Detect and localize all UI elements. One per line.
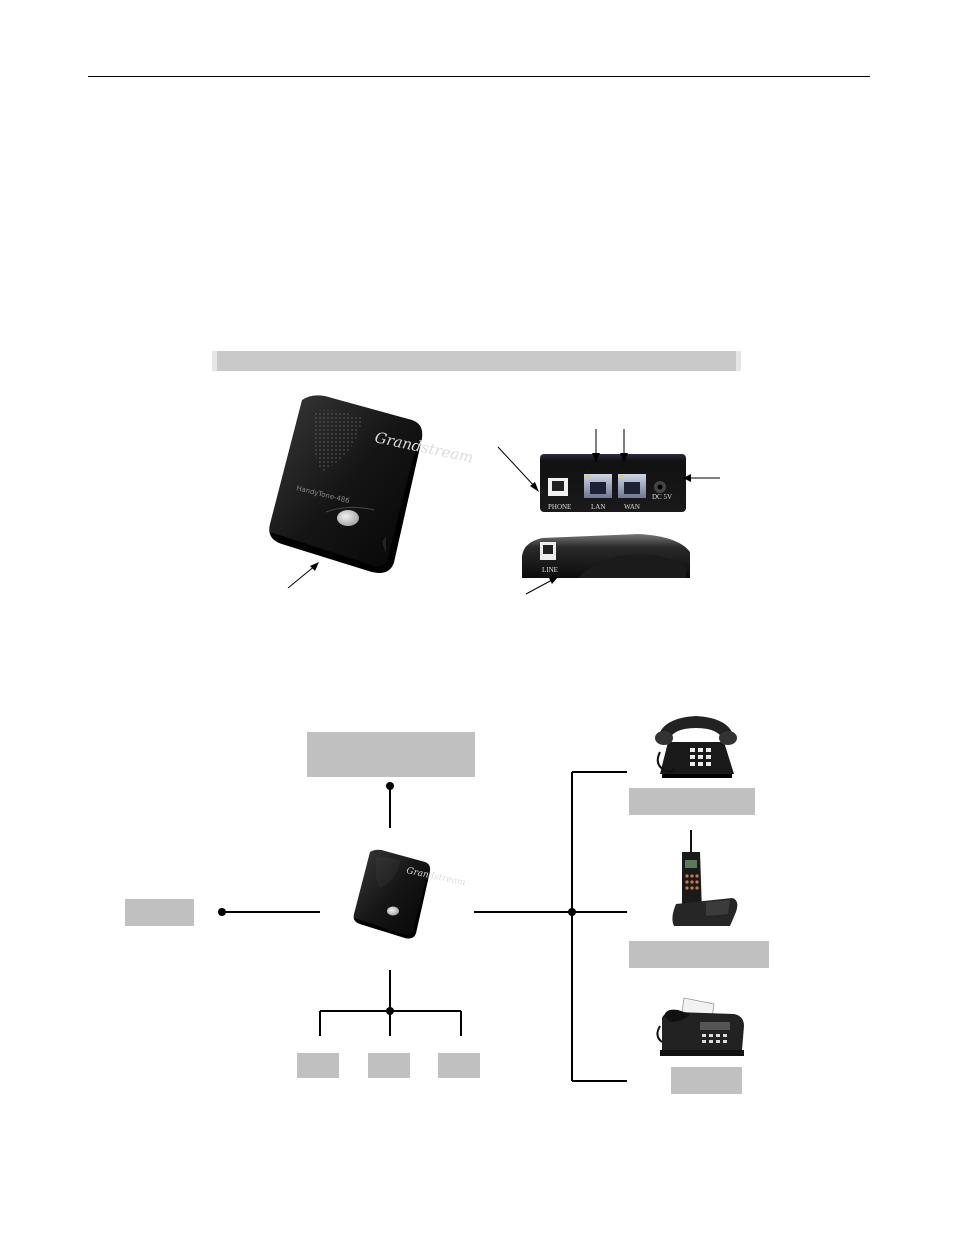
phone-label-box bbox=[629, 788, 755, 815]
line-port-label: LINE bbox=[542, 566, 558, 574]
device-label-box-3 bbox=[438, 1053, 480, 1078]
phone-port-label: PHONE bbox=[548, 503, 571, 511]
internet-label-box bbox=[307, 732, 475, 777]
pc-label-box bbox=[125, 899, 194, 926]
fax-machine-icon bbox=[656, 997, 744, 1056]
device-label-box-2 bbox=[368, 1053, 410, 1078]
device-side-view: LINE bbox=[522, 534, 690, 578]
led-pointer-arrow bbox=[287, 562, 319, 589]
device-center-icon: Grandstream bbox=[353, 849, 466, 939]
fax-label-box bbox=[671, 1067, 742, 1094]
port-pointer-arrows bbox=[497, 429, 720, 492]
power-port-label: DC 5V bbox=[652, 493, 672, 501]
device-label-box-1 bbox=[297, 1053, 339, 1078]
header-rule bbox=[88, 76, 870, 77]
device-button bbox=[337, 510, 359, 526]
desk-phone-icon bbox=[655, 716, 737, 778]
device-front-view: Grandstream HandyTone-486 bbox=[269, 395, 475, 573]
cordless-label-box bbox=[629, 941, 769, 968]
wan-port-label: WAN bbox=[624, 503, 640, 511]
cordless-phone-icon bbox=[672, 830, 738, 926]
device-back-view: PHONE LAN WAN DC 5V bbox=[540, 454, 686, 512]
figure-caption-bar bbox=[212, 351, 741, 371]
lan-port-label: LAN bbox=[591, 503, 605, 511]
line-pointer-arrow bbox=[525, 577, 558, 595]
